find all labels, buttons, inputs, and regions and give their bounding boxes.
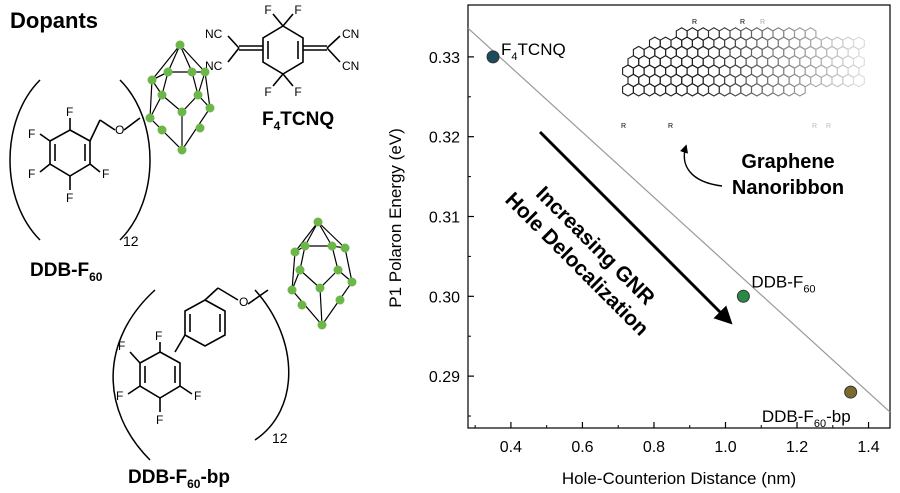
- r-group-label: R: [621, 123, 626, 130]
- ddbf60bp-label: DDB-F60-bp: [128, 467, 230, 491]
- hexagon-ring: [622, 82, 634, 97]
- atom-f: F: [66, 191, 73, 205]
- point-label: DDB-F60-bp: [762, 407, 851, 430]
- atom-f: F: [294, 85, 301, 99]
- trend-arrow: [538, 130, 733, 325]
- hexagon-ring: [707, 82, 720, 97]
- hexagon-ring: [675, 82, 688, 97]
- hexagon-ring: [740, 82, 753, 97]
- inset-arrow: [679, 144, 723, 187]
- fullerene-atoms-bottom: [287, 217, 357, 330]
- inset-label-line1: Graphene: [741, 151, 834, 173]
- y-axis-ticks: 0.29 0.30 0.31 0.32 0.33: [429, 50, 474, 417]
- atom-f: F: [28, 127, 35, 141]
- y-tick-label: 0.33: [429, 50, 460, 67]
- hexagon-ring: [654, 82, 667, 97]
- y-tick-label: 0.31: [429, 210, 460, 227]
- hexagon-ring: [632, 82, 645, 97]
- group-cn: CN: [342, 27, 359, 41]
- group-cn: CN: [342, 59, 359, 73]
- hexagon-ring: [772, 82, 785, 97]
- ddbf60-label: DDB-F60: [30, 260, 103, 284]
- trend-annotation: Increasing GNR Hole Delocalization: [500, 182, 658, 340]
- ddbf60bp-atoms: F F F F F O: [116, 295, 248, 427]
- atom-o: O: [239, 295, 248, 309]
- hexagon-ring: [842, 73, 855, 88]
- r-group-label: R: [760, 19, 765, 26]
- data-point: [844, 385, 858, 399]
- ddbf60-atoms: F F F F F O: [28, 105, 124, 205]
- hexagon-ring: [761, 82, 774, 97]
- atom-f: F: [118, 339, 125, 353]
- x-tick-label: 1.0: [714, 439, 736, 456]
- r-group-label: R: [668, 123, 673, 130]
- hexagon-ring: [697, 82, 710, 97]
- bracket-right-bp: [254, 289, 290, 441]
- data-point: [736, 289, 750, 303]
- r-group-label: R: [740, 19, 745, 26]
- x-tick-label: 0.6: [571, 439, 593, 456]
- r-group-label: R: [692, 19, 697, 26]
- data-point: [486, 50, 500, 64]
- hexagon-ring: [665, 82, 677, 97]
- hexagon-ring: [810, 73, 822, 88]
- hexagon-ring: [643, 82, 656, 97]
- atom-f: F: [264, 3, 271, 17]
- atom-o: O: [115, 123, 124, 137]
- x-axis-ticks: 0.4 0.6 0.8 1.0 1.2 1.4: [474, 422, 880, 456]
- pentafluorophenyl-ring: [39, 117, 141, 190]
- graphene-nanoribbon-inset: R R R R R R R: [621, 19, 865, 130]
- bracket-right: [119, 79, 151, 241]
- hexagon-ring: [820, 73, 833, 88]
- r-group-label: R: [826, 123, 831, 130]
- repeat-12-bottom: 12: [272, 430, 288, 446]
- fullerene-atoms-top: [145, 40, 215, 155]
- biphenyl-rings: [127, 287, 269, 412]
- atom-f: F: [102, 167, 109, 181]
- hexagon-ring: [750, 82, 763, 97]
- atom-f: F: [264, 85, 271, 99]
- group-nc: NC: [205, 59, 223, 73]
- x-tick-label: 1.4: [857, 439, 879, 456]
- hexagon-ring: [793, 82, 806, 97]
- fit-line: [467, 27, 891, 413]
- point-label: DDB-F60: [751, 272, 815, 295]
- atom-f: F: [28, 167, 35, 181]
- hexagon-ring: [729, 82, 742, 97]
- f4tcnq-structure: [227, 13, 341, 87]
- x-tick-label: 1.2: [786, 439, 808, 456]
- hexagon-ring: [831, 73, 844, 88]
- repeat-12-top: 12: [123, 233, 139, 249]
- x-axis-label: Hole-Counterion Distance (nm): [562, 469, 796, 488]
- r-group-label: R: [812, 123, 817, 130]
- x-tick-label: 0.4: [500, 439, 522, 456]
- f4tcnq-atoms: F F F F CN CN NC NC: [205, 3, 359, 99]
- f4tcnq-label: F4TCNQ: [262, 109, 334, 133]
- y-tick-label: 0.32: [429, 130, 460, 147]
- atom-f: F: [66, 105, 73, 119]
- y-tick-label: 0.30: [429, 289, 460, 306]
- dopants-panel: Dopants F F F F CN CN NC NC F4TCNQ: [9, 3, 359, 491]
- bracket-left-bp: [112, 289, 156, 461]
- hexagon-ring: [783, 82, 796, 97]
- point-label: F4TCNQ: [501, 40, 566, 63]
- hexagon-ring: [852, 73, 865, 88]
- dopants-heading: Dopants: [10, 8, 98, 33]
- atom-f: F: [194, 389, 201, 403]
- atom-f: F: [156, 413, 163, 427]
- y-axis-label: P1 Polaron Energy (eV): [386, 128, 405, 308]
- y-tick-label: 0.29: [429, 369, 460, 386]
- inset-label-line2: Nanoribbon: [732, 177, 844, 199]
- atom-f: F: [155, 329, 162, 343]
- hexagon-ring: [686, 82, 699, 97]
- group-nc: NC: [205, 27, 223, 41]
- x-tick-label: 0.8: [643, 439, 665, 456]
- atom-f: F: [294, 3, 301, 17]
- atom-f: F: [116, 389, 123, 403]
- bracket-left: [9, 79, 41, 241]
- hexagon-ring: [718, 82, 731, 97]
